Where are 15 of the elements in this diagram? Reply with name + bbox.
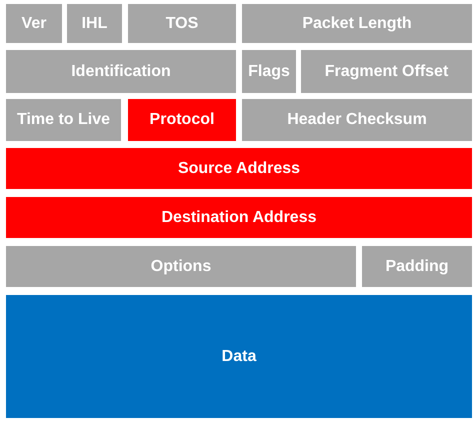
header-field: Source Address	[6, 148, 472, 189]
header-field: IHL	[67, 4, 122, 43]
header-field: Identification	[6, 50, 236, 93]
header-field: TOS	[128, 4, 236, 43]
header-field: Destination Address	[6, 197, 472, 238]
header-field: Packet Length	[242, 4, 472, 43]
header-field: Data	[6, 295, 472, 418]
header-field: Fragment Offset	[301, 50, 472, 93]
header-field: Options	[6, 246, 356, 287]
header-field: Time to Live	[6, 99, 121, 141]
header-field: Header Checksum	[242, 99, 472, 141]
header-field: Ver	[6, 4, 62, 43]
header-field: Padding	[362, 246, 472, 287]
header-field: Protocol	[128, 99, 236, 141]
header-field: Flags	[242, 50, 296, 93]
